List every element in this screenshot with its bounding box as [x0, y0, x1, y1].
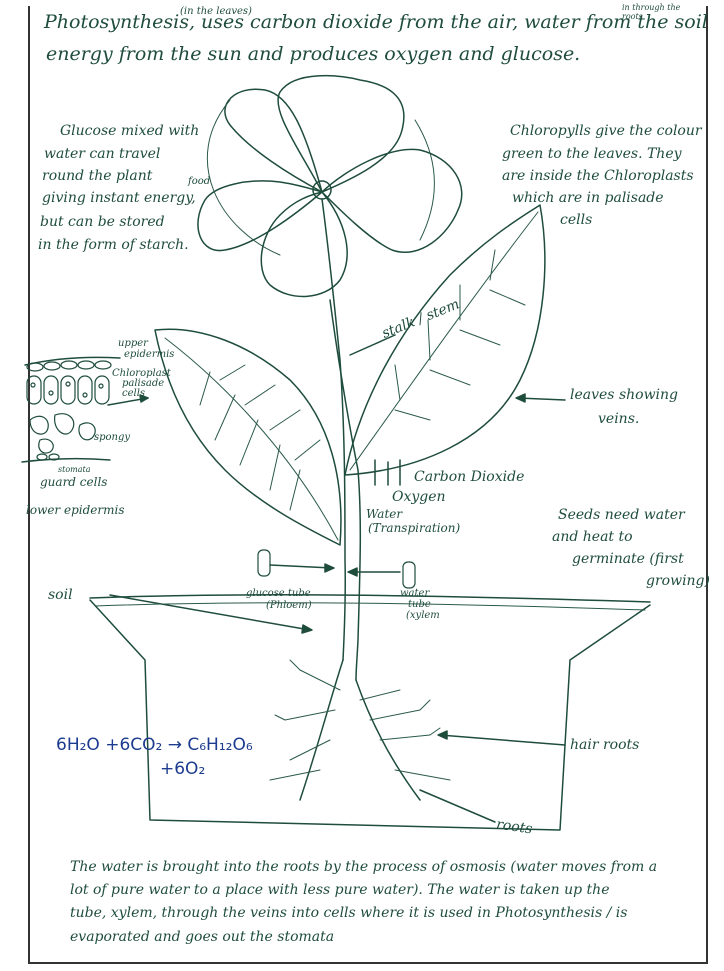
label-water-tube-2: tube — [408, 599, 431, 610]
label-soil: soil — [48, 588, 73, 603]
label-leaves-veins-1: leaves showing — [570, 388, 678, 403]
note-chlorophyll-3: are inside the Chloroplasts — [502, 169, 694, 184]
label-leaves-veins-2: veins. — [598, 412, 639, 427]
note-seeds-2: and heat to — [552, 530, 633, 545]
footer-line-1: The water is brought into the roots by t… — [70, 860, 657, 875]
note-glucose-6: in the form of starch. — [38, 238, 189, 253]
note-glucose-4: giving instant energy, — [42, 191, 196, 206]
label-xylem: (xylem — [406, 610, 440, 621]
cell-stomata: stomata — [58, 466, 90, 475]
roots-drawing — [270, 660, 450, 800]
note-chlorophyll-5: cells — [560, 213, 592, 228]
right-leaf — [345, 205, 545, 475]
cell-upper-2: epidermis — [124, 349, 174, 360]
note-chlorophyll-2: green to the leaves. They — [502, 147, 682, 162]
note-glucose-5: but can be stored — [40, 215, 165, 230]
note-seeds-3: germinate (first — [572, 552, 684, 567]
header-in-the-leaves: (in the leaves) — [180, 6, 252, 17]
note-chlorophyll-1: Chloropylls give the colour — [510, 124, 702, 139]
equation-line-2: +6O₂ — [160, 760, 205, 779]
label-water: Water — [366, 508, 402, 521]
label-hair-roots: hair roots — [570, 738, 639, 753]
note-glucose-food: food — [188, 176, 210, 187]
note-chlorophyll-4: which are in palisade — [512, 191, 664, 206]
header-through-roots: in through the roots — [622, 4, 692, 22]
label-glucose-tube: glucose tube — [246, 588, 311, 599]
tubes — [258, 550, 415, 588]
cell-guard-cells: guard cells — [40, 476, 107, 489]
label-water-tube-1: water — [400, 588, 429, 599]
note-glucose-1: Glucose mixed with — [60, 124, 199, 139]
cell-lower-epidermis: lower epidermis — [26, 504, 125, 517]
note-seeds-4: growing) — [646, 574, 710, 589]
left-leaf — [155, 329, 341, 545]
header-line-1: Photosynthesis, uses carbon dioxide from… — [44, 12, 708, 33]
footer-line-2: lot of pure water to a place with less p… — [70, 883, 610, 898]
cell-cells: cells — [122, 388, 145, 399]
cell-upper-1: upper — [118, 338, 148, 349]
header-photosynthesis: Photosynthesis — [44, 11, 189, 33]
equation-line-1: 6H₂O +6CO₂ → C₆H₁₂O₆ — [56, 736, 253, 755]
label-phloem: (Phloem) — [266, 600, 312, 611]
footer-line-4: evaporated and goes out the stomata — [70, 930, 334, 945]
label-carbon-dioxide: Carbon Dioxide — [414, 470, 524, 485]
soil-pot — [90, 595, 650, 830]
header-line-2: energy from the sun and produces oxygen … — [46, 44, 580, 65]
note-glucose-3: round the plant — [42, 169, 152, 184]
cell-spongy: spongy — [94, 432, 130, 443]
label-transpiration: (Transpiration) — [368, 522, 460, 535]
note-seeds-1: Seeds need water — [558, 508, 685, 523]
footer-line-3: tube, xylem, through the veins into cell… — [70, 906, 627, 921]
label-oxygen: Oxygen — [392, 490, 446, 505]
note-glucose-2: water can travel — [44, 147, 160, 162]
